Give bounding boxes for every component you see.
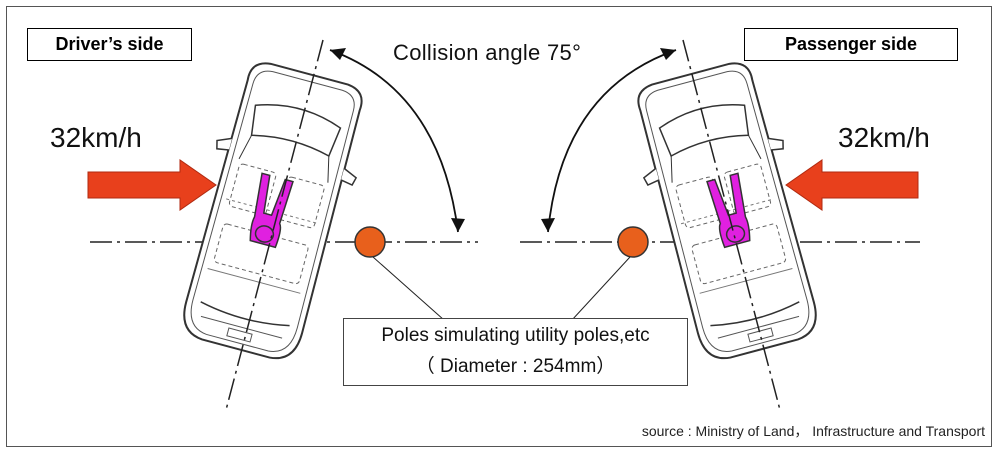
- pole-description-box: Poles simulating utility poles,etc （ Dia…: [343, 318, 688, 386]
- pole-description-line1: Poles simulating utility poles,etc: [381, 325, 650, 346]
- angle-arc-right: [547, 49, 677, 233]
- driver-car-axis: [225, 39, 324, 411]
- passenger-car-axis: [682, 39, 781, 411]
- passenger-side-car: [620, 54, 835, 369]
- pole-left: [354, 226, 386, 258]
- driver-side-label: Driver’s side: [27, 28, 192, 61]
- speed-arrow-left: [87, 159, 217, 211]
- pole-leader-left: [372, 256, 445, 321]
- speed-arrow-right: [785, 159, 919, 211]
- pole-leader-right: [571, 256, 631, 321]
- speed-label-left: 32km/h: [50, 122, 142, 153]
- dummy-occupant-right: [706, 172, 751, 249]
- angle-arc-left: [329, 49, 459, 233]
- pole-description-line2: （ Diameter : 254mm）: [415, 356, 616, 377]
- source-credit: source : Ministry of Land， Infrastructur…: [641, 423, 985, 439]
- diagram-frame: [6, 6, 992, 447]
- speed-label-right: 32km/h: [838, 122, 930, 153]
- dummy-occupant-left: [249, 172, 294, 249]
- driver-side-car: [165, 54, 380, 369]
- passenger-side-label: Passenger side: [744, 28, 958, 61]
- collision-angle-label: Collision angle 75°: [393, 40, 582, 65]
- pole-right: [617, 226, 649, 258]
